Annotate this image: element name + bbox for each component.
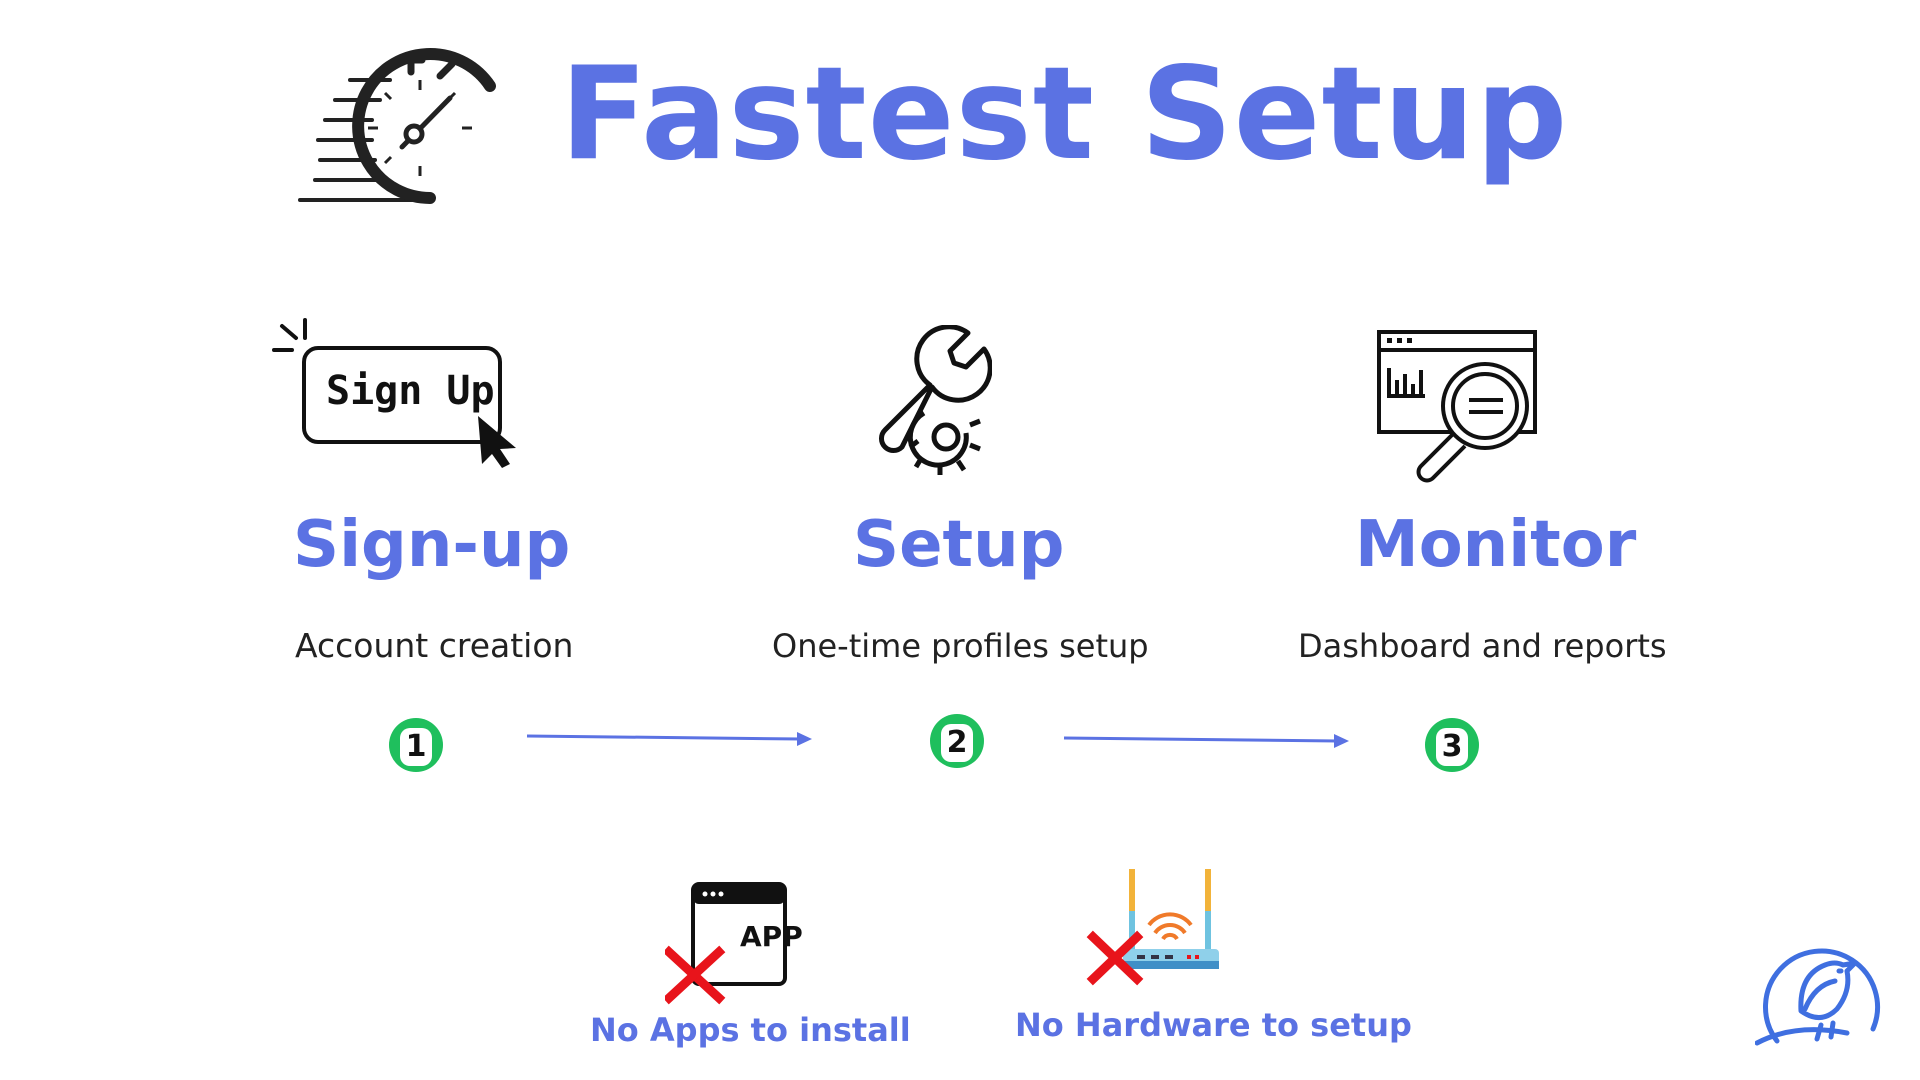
step-number-badge-1: 1 [389,718,443,772]
wrench-gear-icon [862,324,993,477]
step-description-monitor: Dashboard and reports [1298,627,1667,665]
note-no-apps: No Apps to install [590,1011,911,1049]
step-description-signup: Account creation [295,626,574,665]
step-number-2: 2 [941,724,973,762]
app-icon-text: APP [740,920,803,953]
sign-up-button-icon [272,318,522,468]
step-title-signup: Sign-up [293,508,571,582]
page-title: Fastest Setup [560,40,1569,189]
arrow-2-to-3 [1062,730,1352,754]
step-title-setup: Setup [853,508,1065,582]
step-title-monitor: Monitor [1355,508,1637,582]
step-description-setup: One-time profiles setup [772,627,1149,665]
router-crossed-icon [1085,865,1235,995]
step-number-badge-2: 2 [930,714,984,768]
app-window-crossed-icon [662,880,815,1005]
step-number-3: 3 [1436,728,1468,766]
note-no-hardware: No Hardware to setup [1015,1006,1412,1044]
arrow-1-to-2 [525,728,815,752]
sign-up-icon-text: Sign Up [326,368,495,414]
step-number-badge-3: 3 [1425,718,1479,772]
stopwatch-speed-icon [290,30,510,210]
step-number-1: 1 [400,728,432,766]
dashboard-magnifier-icon [1375,328,1540,488]
bird-logo-icon [1754,925,1905,1055]
